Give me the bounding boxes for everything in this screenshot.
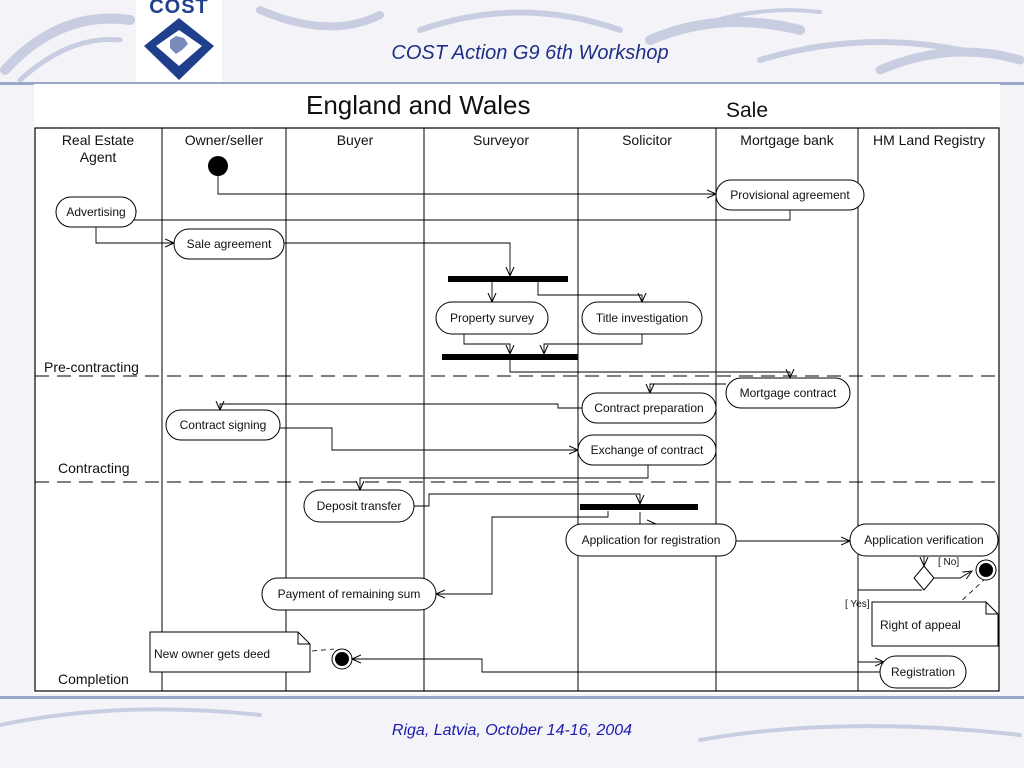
cost-logo: COST <box>136 0 222 84</box>
fork-join-bars <box>442 276 698 510</box>
activity-application-for-registration <box>565 523 737 557</box>
activity-deposit-transfer <box>303 489 415 523</box>
activity-mortgage-contract <box>725 377 851 409</box>
footer-divider <box>0 696 1024 699</box>
activity-label-contract-preparation: Contract preparation <box>594 401 703 415</box>
lane-header-solicitor: Solicitor <box>622 132 672 148</box>
lane-header-mortgage-bank: Mortgage bank <box>740 132 834 148</box>
activity-contract-signing <box>165 409 281 441</box>
activity-sale-agreement <box>173 228 285 260</box>
note-right-of-appeal-text: Right of appeal <box>880 618 961 632</box>
activity-label-exchange-of-contract: Exchange of contract <box>591 443 704 457</box>
diagram-title: England and Wales <box>306 90 531 120</box>
initial-node <box>208 156 228 176</box>
activity-registration <box>879 655 967 689</box>
logo-text: COST <box>149 0 209 18</box>
activity-label-deposit-transfer: Deposit transfer <box>317 499 402 513</box>
activity-advertising <box>55 196 137 228</box>
activity-label-provisional-agreement: Provisional agreement <box>730 188 850 202</box>
fork-bar-registration <box>580 504 698 510</box>
lane-header-surveyor: Surveyor <box>473 132 529 148</box>
swimlane-dividers <box>161 128 859 691</box>
slide-header: COST Action G9 6th Workshop <box>391 42 669 64</box>
final-node-completion <box>331 648 353 670</box>
activity-label-application-for-registration: Application for registration <box>582 533 721 547</box>
activity-label-contract-signing: Contract signing <box>180 418 267 432</box>
decision-node <box>913 565 935 591</box>
activity-exchange-of-contract <box>577 434 717 466</box>
europe-map-icon <box>144 18 214 80</box>
activity-title-investigation <box>581 301 703 335</box>
activity-contract-preparation <box>581 392 717 424</box>
activity-application-verification <box>849 523 999 557</box>
activity-label-property-survey: Property survey <box>450 311 534 325</box>
final-node-rejected <box>975 559 997 581</box>
diagram-subtitle: Sale <box>726 99 768 122</box>
note-new-owner-gets-deed-text: New owner gets deed <box>154 647 270 661</box>
activity-label-registration: Registration <box>891 665 955 679</box>
activity-label-advertising: Advertising <box>66 205 125 219</box>
lane-header-owner-seller: Owner/seller <box>185 132 264 148</box>
activity-label-application-verification: Application verification <box>864 533 983 547</box>
phase-completion: Completion <box>58 671 129 687</box>
activity-provisional-agreement <box>715 179 865 211</box>
swimlane-frame <box>34 127 1000 692</box>
header-divider <box>0 82 1024 85</box>
activity-label-mortgage-contract: Mortgage contract <box>740 386 837 400</box>
join-bar-survey <box>442 354 578 360</box>
activity-property-survey <box>435 301 549 335</box>
phase-separators <box>35 375 999 483</box>
guard-yes: [ Yes] <box>845 599 870 610</box>
lane-header-buyer: Buyer <box>337 132 374 148</box>
phase-pre-contracting: Pre-contracting <box>44 359 139 375</box>
guard-no: [ No] <box>938 557 959 568</box>
fork-bar-survey <box>448 276 568 282</box>
slide-footer: Riga, Latvia, October 14-16, 2004 <box>391 722 633 739</box>
activity-label-payment-of-remaining-sum: Payment of remaining sum <box>278 587 421 601</box>
activity-payment-of-remaining-sum <box>261 577 437 611</box>
activity-label-sale-agreement: Sale agreement <box>187 237 272 251</box>
activity-label-title-investigation: Title investigation <box>596 311 688 325</box>
phase-contracting: Contracting <box>58 460 130 476</box>
note-anchors <box>311 577 987 652</box>
lane-header-hm-land-registry: HM Land Registry <box>873 132 985 148</box>
note-new-owner-gets-deed: New owner gets deed <box>149 631 311 673</box>
note-right-of-appeal: Right of appeal <box>871 601 999 647</box>
